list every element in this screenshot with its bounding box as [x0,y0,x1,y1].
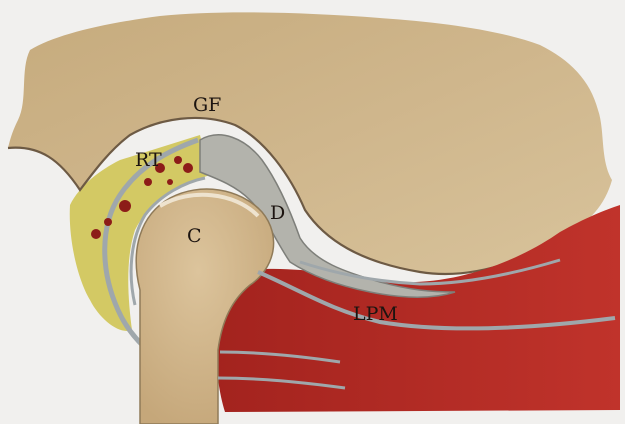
label-condyle: C [187,227,202,246]
label-retrodiscal-tissue: RT [135,151,162,170]
label-lateral-pterygoid: LPM [353,305,398,324]
label-glenoid-fossa: GF [193,96,221,115]
label-disc: D [270,204,285,223]
